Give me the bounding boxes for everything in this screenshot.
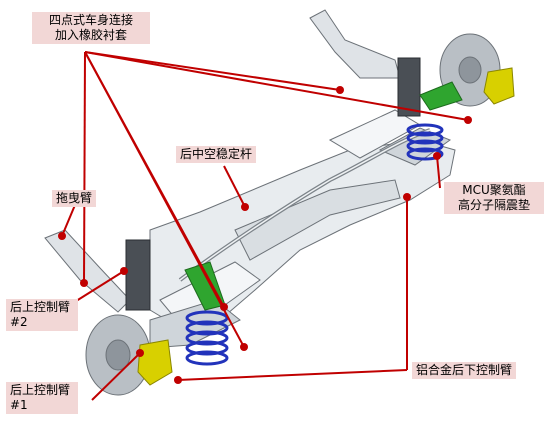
coil-spring-right [406, 123, 444, 161]
label-upper-arm-1-line2: #1 [10, 398, 28, 412]
dot-stabilizer [241, 203, 249, 211]
dot-lower-arm-right [403, 193, 411, 201]
dot-bushing-center [220, 303, 228, 311]
label-mcu-line2: 高分子隔震垫 [457, 198, 530, 212]
label-upper-arm-1: 后上控制臂 #1 [6, 382, 78, 414]
brake-caliper-right [483, 67, 515, 105]
label-upper-arm-1-line1: 后上控制臂 [10, 383, 71, 397]
label-rear-stabilizer: 后中空稳定杆 [176, 146, 257, 163]
suspension-assembly [44, 9, 515, 396]
label-four-point-line1: 四点式车身连接 [48, 13, 133, 27]
dot-upper-arm-1 [136, 349, 144, 357]
hub-left [105, 339, 131, 371]
leader-four-point-2 [84, 51, 469, 121]
dot-bushing-lower [240, 343, 248, 351]
label-upper-arm-2: 后上控制臂 #2 [6, 299, 78, 331]
leader-four-point-1 [84, 51, 341, 91]
label-four-point-mount: 四点式车身连接 加入橡胶衬套 [32, 12, 150, 44]
dot-bushing-top [336, 86, 344, 94]
dot-lower-arm-left [174, 376, 182, 384]
label-upper-arm-2-line1: 后上控制臂 [10, 300, 71, 314]
label-lower-arm-text: 铝合金后下控制臂 [416, 363, 513, 377]
label-mcu-line1: MCU聚氨酯 [462, 183, 526, 197]
green-link-right [419, 81, 463, 111]
label-trailing-arm: 拖曳臂 [52, 190, 97, 207]
stabilizer-bar-highlight [179, 129, 431, 281]
shock-absorber-right [397, 57, 421, 117]
coil-spring-left [185, 310, 229, 366]
callout-dots [58, 86, 472, 384]
dot-bushing-left [80, 279, 88, 287]
lower-control-arm-right [378, 127, 452, 166]
leader-trailing-arm [61, 204, 76, 237]
upper-arm-right [309, 9, 401, 79]
leader-four-point-5 [84, 51, 245, 348]
label-aluminum-lower-arm: 铝合金后下控制臂 [412, 362, 517, 379]
label-upper-arm-2-line2: #2 [10, 315, 28, 329]
dot-bushing-right [464, 116, 472, 124]
leader-mcu [436, 155, 441, 189]
shock-absorber-left [125, 239, 151, 311]
dot-trailing-arm [58, 232, 66, 240]
dot-upper-arm-2 [120, 267, 128, 275]
leader-stabilizer [223, 165, 246, 208]
leader-lines [61, 51, 469, 401]
dot-mcu [433, 152, 441, 160]
leader-lower-arm-h [177, 369, 408, 381]
leader-four-point-3 [83, 51, 86, 284]
label-trailing-arm-text: 拖曳臂 [56, 191, 93, 205]
hub-right [458, 56, 482, 84]
subframe-crossmember [234, 179, 401, 261]
brake-caliper-left [137, 339, 173, 386]
label-rear-stabilizer-text: 后中空稳定杆 [180, 147, 253, 161]
label-four-point-line2: 加入橡胶衬套 [54, 28, 127, 42]
label-mcu-isolator: MCU聚氨酯 高分子隔震垫 [444, 182, 544, 214]
leader-upper-arm-1 [91, 352, 141, 401]
